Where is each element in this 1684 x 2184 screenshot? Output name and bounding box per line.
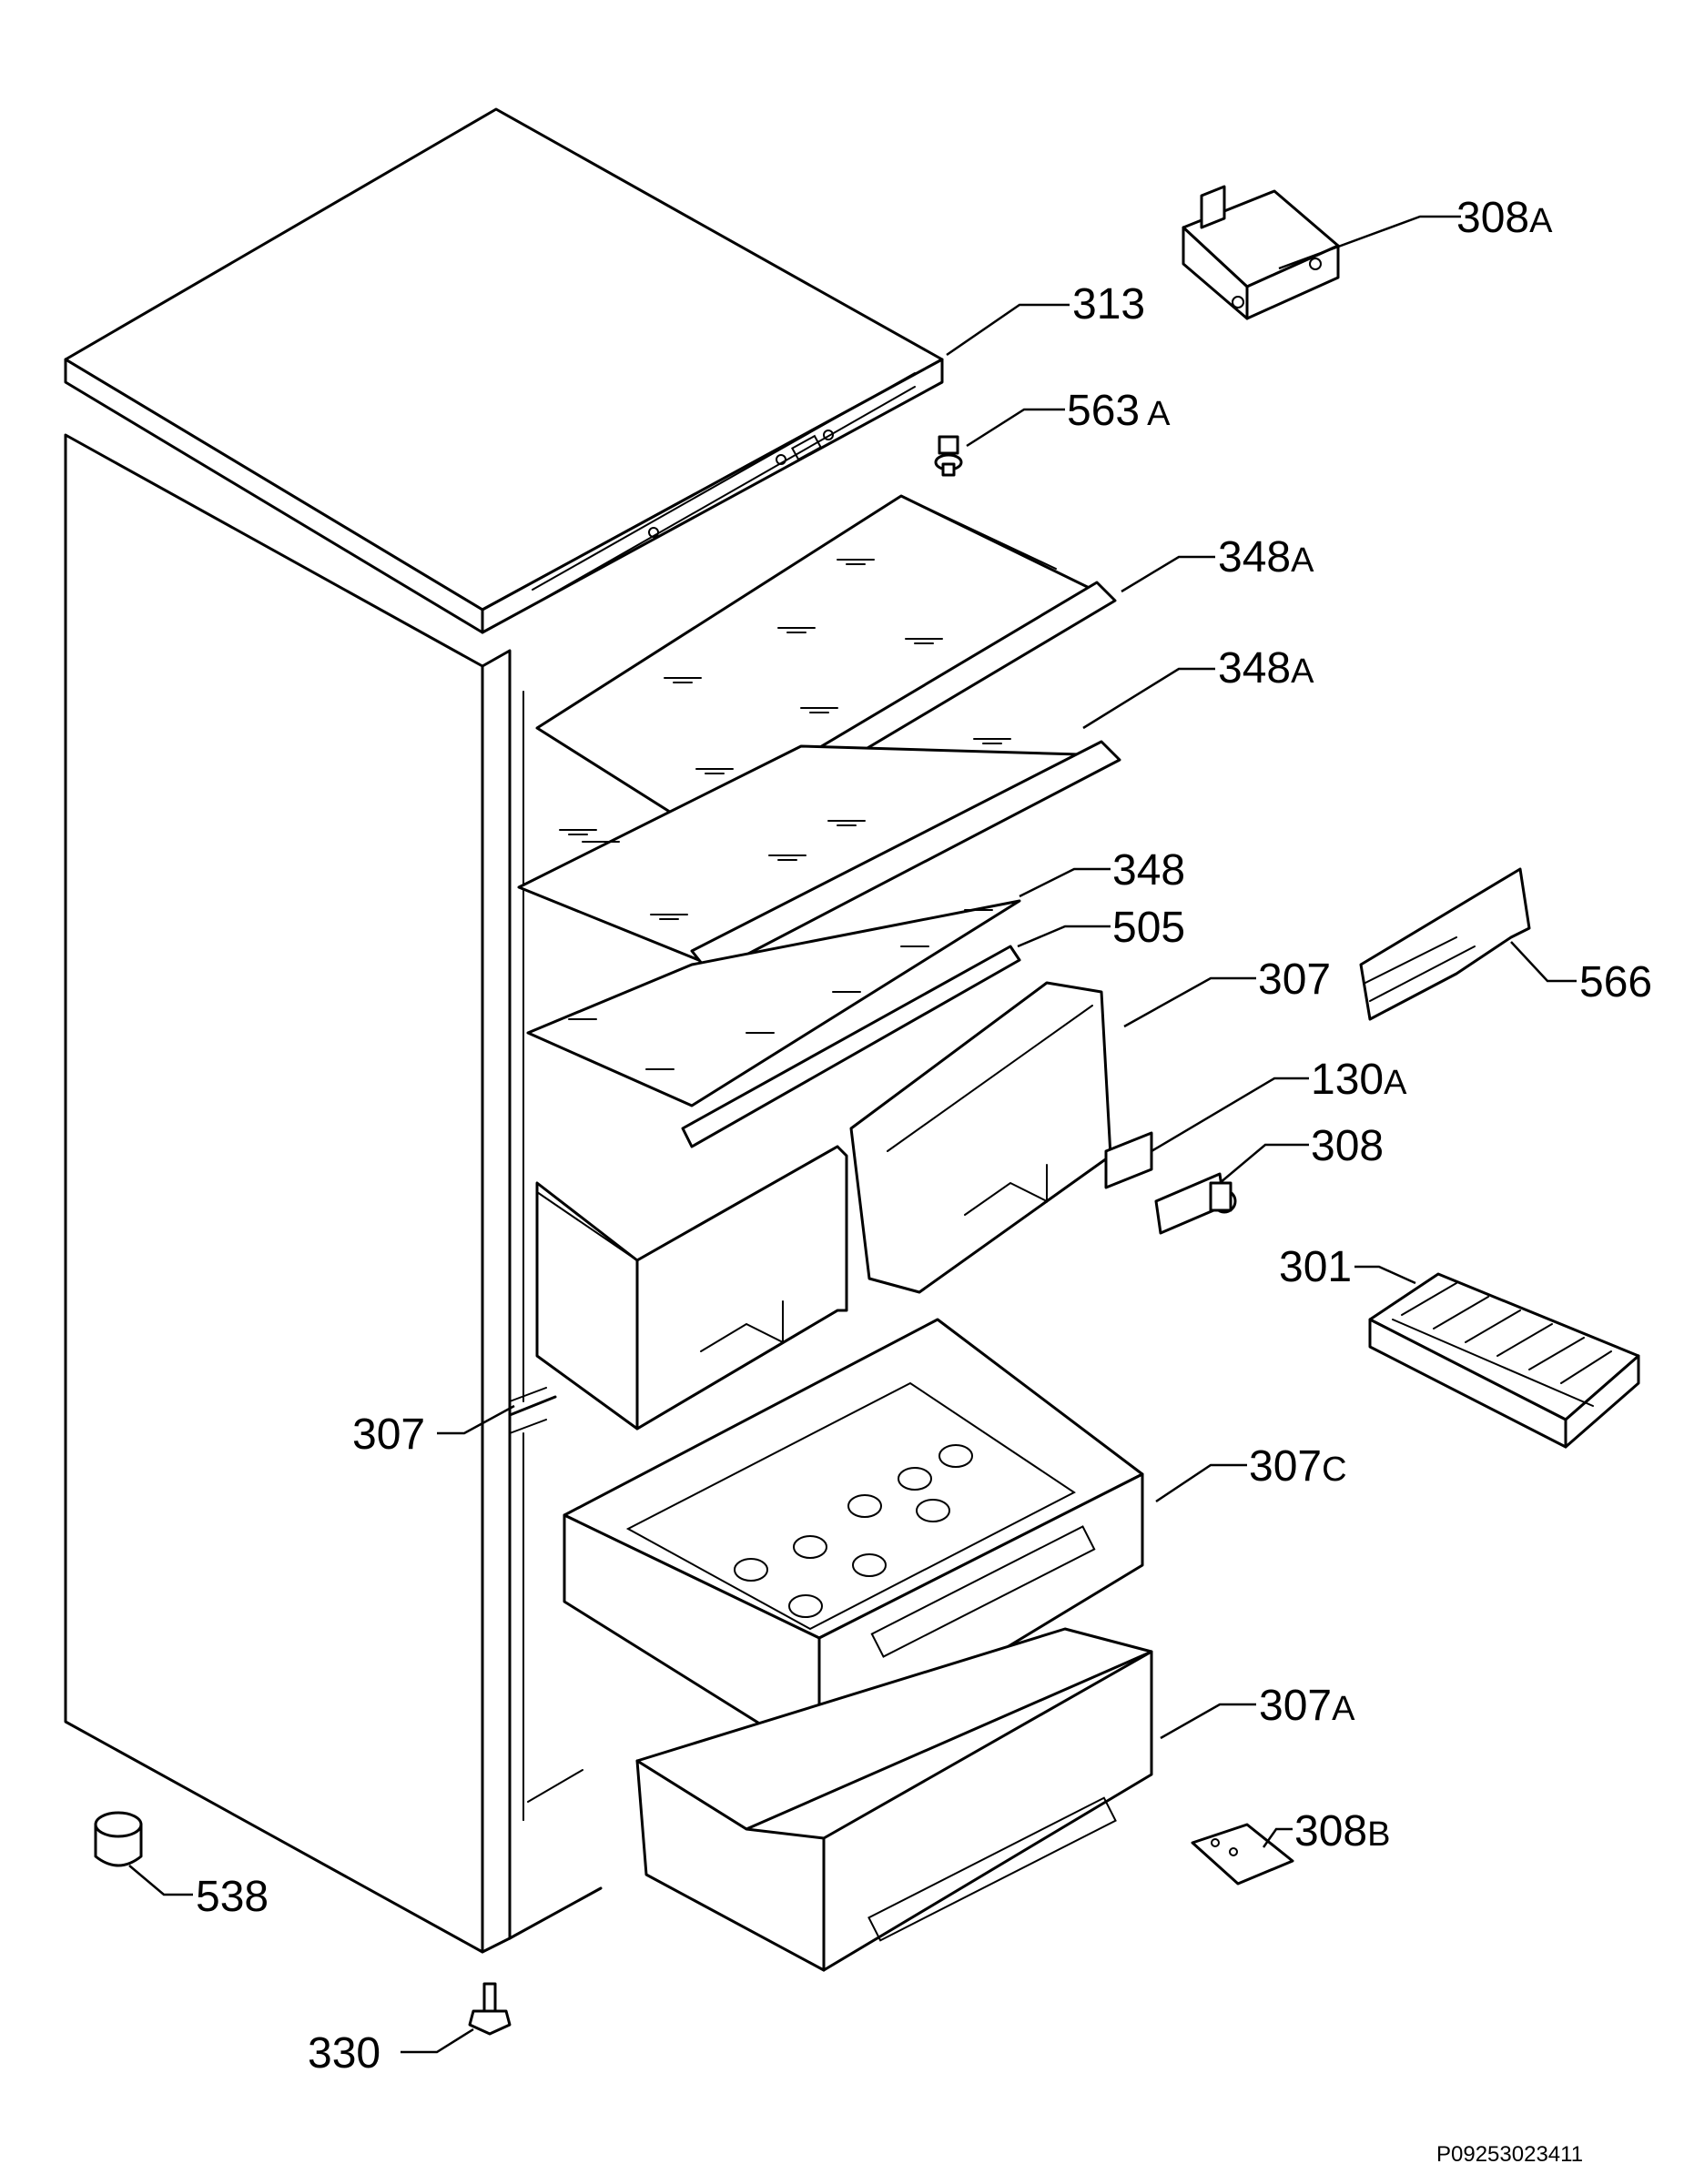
hinge-308b — [1191, 1823, 1294, 1886]
leader-lines — [128, 215, 1577, 2054]
foot-538 — [94, 1811, 143, 1867]
callout-348a-lower: 348A — [1218, 644, 1314, 693]
callout-348: 348 — [1112, 846, 1185, 895]
part-130a — [1104, 1131, 1153, 1189]
crisper-drawer-307a — [635, 1627, 1153, 1972]
shelf-trim-505 — [681, 945, 1021, 1148]
callout-308: 308 — [1311, 1122, 1384, 1170]
callout-307-left: 307 — [352, 1410, 425, 1459]
cabinet-body — [64, 433, 603, 1954]
hinge-308 — [1154, 1172, 1237, 1235]
document-code: P09253023411 — [1436, 2142, 1583, 2167]
callout-566: 566 — [1579, 958, 1652, 1006]
top-cover — [64, 107, 944, 634]
callout-308a: 308A — [1456, 194, 1553, 242]
callout-307a: 307A — [1259, 1682, 1355, 1730]
hinge-308a — [1182, 185, 1340, 320]
callout-505: 505 — [1112, 904, 1185, 952]
callout-130a: 130A — [1311, 1056, 1407, 1104]
glass-shelf-348 — [526, 899, 1021, 1107]
callout-301: 301 — [1279, 1243, 1352, 1291]
callout-313: 313 — [1072, 280, 1145, 329]
leveling-foot-330 — [468, 1982, 512, 2036]
ice-cube-tray-301 — [1368, 1272, 1640, 1449]
callout-330: 330 — [308, 2029, 380, 2078]
pin-563a — [934, 435, 963, 477]
callout-348a-upper: 348A — [1218, 533, 1314, 581]
glass-shelf-348a-lower — [517, 738, 1121, 976]
callout-308b: 308B — [1294, 1807, 1390, 1855]
freezer-drawer-left — [535, 1145, 848, 1431]
ice-scraper-566 — [1359, 867, 1531, 1021]
callout-307-right: 307 — [1258, 956, 1331, 1004]
callout-307c: 307C — [1249, 1442, 1347, 1491]
callout-538: 538 — [196, 1873, 269, 1921]
